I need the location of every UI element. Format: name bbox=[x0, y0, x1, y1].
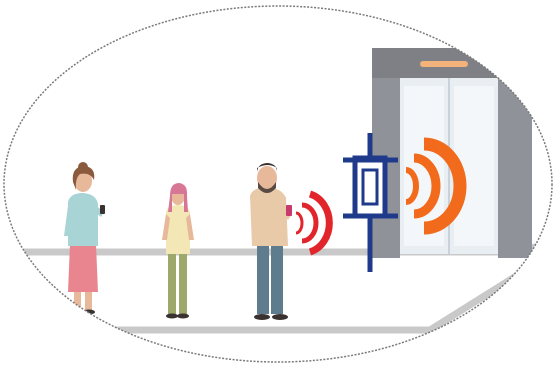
door-light bbox=[420, 61, 468, 67]
